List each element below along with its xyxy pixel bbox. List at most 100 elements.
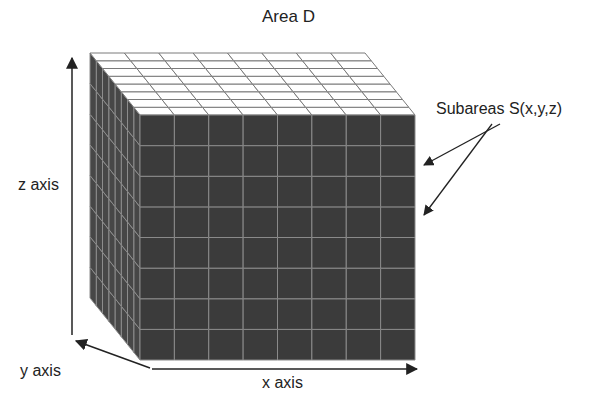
top-cell xyxy=(296,53,337,61)
top-cell xyxy=(128,100,169,108)
front-cell xyxy=(243,299,277,330)
front-cell xyxy=(140,207,174,238)
front-cell xyxy=(312,329,346,360)
top-cell xyxy=(124,53,165,61)
top-cell xyxy=(340,107,381,115)
front-cell xyxy=(174,146,208,177)
front-cell xyxy=(312,238,346,269)
top-cell xyxy=(268,61,309,69)
front-cell xyxy=(312,268,346,299)
front-cell xyxy=(312,115,346,146)
top-cell xyxy=(178,76,219,84)
top-cell xyxy=(343,69,384,77)
top-cell xyxy=(309,69,350,77)
top-cell xyxy=(96,61,137,69)
leader-line xyxy=(424,124,500,165)
top-cell xyxy=(103,69,144,77)
front-cell xyxy=(312,176,346,207)
top-cell xyxy=(368,100,409,108)
top-cell xyxy=(137,69,178,77)
top-cell xyxy=(246,76,287,84)
front-cell xyxy=(140,115,174,146)
top-cell xyxy=(121,92,162,100)
top-cell xyxy=(159,53,200,61)
front-cell xyxy=(140,299,174,330)
front-cell xyxy=(278,299,312,330)
front-cell xyxy=(381,268,415,299)
top-cell xyxy=(265,100,306,108)
top-cell xyxy=(356,84,397,92)
top-cell xyxy=(184,84,225,92)
top-cell xyxy=(109,76,150,84)
front-cell xyxy=(346,115,380,146)
front-cell xyxy=(174,207,208,238)
top-cell xyxy=(149,84,190,92)
front-cell xyxy=(346,146,380,177)
front-cell xyxy=(381,238,415,269)
front-cell xyxy=(243,268,277,299)
axis-label: y axis xyxy=(20,362,61,380)
top-cell xyxy=(321,84,362,92)
front-cell xyxy=(140,146,174,177)
front-cell xyxy=(209,115,243,146)
front-cell xyxy=(243,207,277,238)
top-cell xyxy=(190,92,231,100)
top-cell xyxy=(218,84,259,92)
top-cell xyxy=(337,61,378,69)
front-cell xyxy=(278,115,312,146)
front-cell xyxy=(243,176,277,207)
top-cell xyxy=(156,92,197,100)
front-cell xyxy=(209,176,243,207)
top-cell xyxy=(374,107,415,115)
top-cell xyxy=(240,69,281,77)
front-cell xyxy=(140,268,174,299)
top-cell xyxy=(224,92,265,100)
front-cell xyxy=(209,207,243,238)
front-cell xyxy=(312,146,346,177)
top-cell xyxy=(287,84,328,92)
front-cell xyxy=(209,238,243,269)
front-cell xyxy=(381,176,415,207)
front-cell xyxy=(278,207,312,238)
front-cell xyxy=(209,268,243,299)
area-title: Area D xyxy=(262,8,315,26)
front-cell xyxy=(174,238,208,269)
top-cell xyxy=(131,61,172,69)
cube-grid xyxy=(90,53,415,360)
top-cell xyxy=(331,53,372,61)
top-cell xyxy=(303,61,344,69)
front-cell xyxy=(243,146,277,177)
top-cell xyxy=(315,76,356,84)
front-cell xyxy=(346,299,380,330)
top-cell xyxy=(168,107,209,115)
top-cell xyxy=(193,53,234,61)
top-cell xyxy=(237,107,278,115)
front-cell xyxy=(278,146,312,177)
top-cell xyxy=(271,107,312,115)
front-cell xyxy=(278,268,312,299)
top-cell xyxy=(262,53,303,61)
top-cell xyxy=(203,107,244,115)
top-cell xyxy=(349,76,390,84)
front-cell xyxy=(381,329,415,360)
front-cell xyxy=(209,329,243,360)
top-cell xyxy=(206,69,247,77)
front-cell xyxy=(278,238,312,269)
front-cell xyxy=(140,176,174,207)
front-cell xyxy=(209,299,243,330)
front-cell xyxy=(174,115,208,146)
top-cell xyxy=(162,100,203,108)
top-cell xyxy=(90,53,131,61)
top-cell xyxy=(334,100,375,108)
top-cell xyxy=(259,92,300,100)
top-cell xyxy=(328,92,369,100)
front-cell xyxy=(140,238,174,269)
front-cell xyxy=(174,176,208,207)
front-cell xyxy=(381,146,415,177)
front-cell xyxy=(346,238,380,269)
front-cell xyxy=(174,299,208,330)
top-cell xyxy=(171,69,212,77)
axis-label: x axis xyxy=(262,374,303,392)
